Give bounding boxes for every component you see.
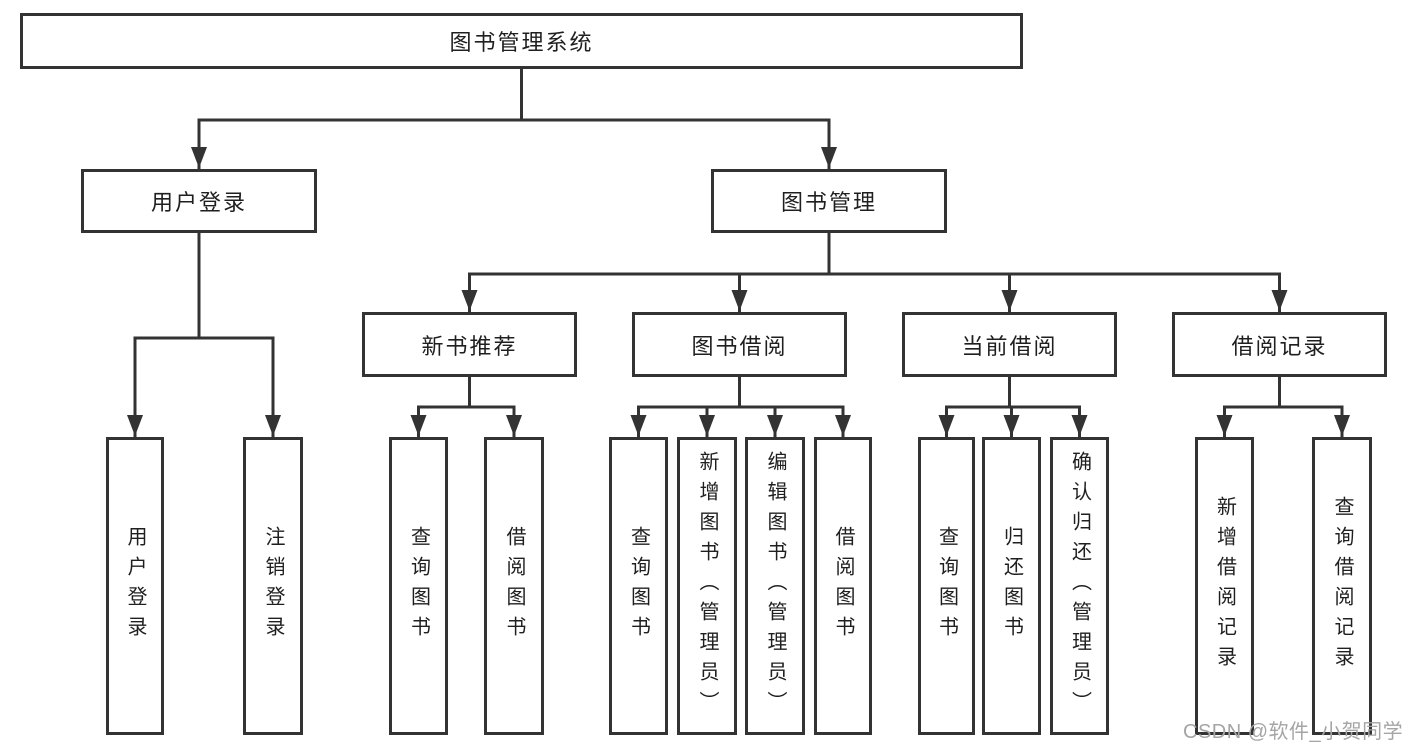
node-current-borrowing: 当前借阅 xyxy=(902,312,1117,377)
node-label: 当前借阅 xyxy=(961,333,1058,359)
leaf-query-books-recommend: 查询图书 xyxy=(389,437,448,735)
leaf-return-books: 归还图书 xyxy=(982,437,1041,735)
connector-bookmgmt-to-level3 xyxy=(468,233,1281,312)
node-label: 图书管理 xyxy=(780,190,877,215)
node-label: 用户登录 xyxy=(150,190,247,215)
arrowheads-records-leaves xyxy=(1216,415,1350,436)
arrowheads-newbook-leaves xyxy=(410,415,522,436)
leaf-confirm-return-admin: 确认归还（管理员） xyxy=(1050,437,1109,735)
connector-newbook-to-leaves xyxy=(417,377,516,437)
node-label: 查询图书 xyxy=(935,526,958,646)
node-label: 图书管理系统 xyxy=(449,30,594,55)
arrowheads-current-leaves xyxy=(938,415,1088,436)
arrowheads-borrowing-leaves xyxy=(630,415,851,436)
node-label: 借阅图书 xyxy=(832,526,854,646)
node-label: 查询图书 xyxy=(627,526,650,646)
node-label: 新增借阅记录 xyxy=(1213,496,1236,676)
leaf-borrow-books-recommend: 借阅图书 xyxy=(484,437,544,735)
connector-root-to-level2 xyxy=(197,69,831,169)
node-label: 新书推荐 xyxy=(421,333,518,359)
leaf-query-books-current: 查询图书 xyxy=(918,437,975,735)
leaf-logout: 注销登录 xyxy=(243,437,303,735)
connector-records-to-leaves xyxy=(1223,377,1344,437)
leaf-add-book-admin: 新增图书（管理员） xyxy=(677,437,737,735)
leaf-query-books-borrowing: 查询图书 xyxy=(609,437,668,735)
csdn-watermark: CSDN @软件_小贺同学 xyxy=(1183,721,1404,743)
node-label: 注销登录 xyxy=(262,526,284,646)
arrowheads-level2 xyxy=(191,147,837,168)
node-label: 查询图书 xyxy=(407,526,430,646)
leaf-add-borrow-record: 新增借阅记录 xyxy=(1195,437,1254,735)
leaf-user-login: 用户登录 xyxy=(106,437,164,735)
leaf-query-borrow-record: 查询借阅记录 xyxy=(1312,437,1372,735)
node-label: 借阅记录 xyxy=(1231,333,1328,359)
node-book-borrowing: 图书借阅 xyxy=(632,312,847,377)
node-label: 用户登录 xyxy=(124,526,146,646)
node-label: 归还图书 xyxy=(1000,526,1023,646)
node-label: 确认归还（管理员） xyxy=(1068,451,1091,721)
node-label: 编辑图书（管理员） xyxy=(764,451,786,721)
leaf-edit-book-admin: 编辑图书（管理员） xyxy=(745,437,805,735)
arrowheads-level3 xyxy=(461,290,1288,311)
connector-userlogin-to-leaves xyxy=(133,233,275,437)
node-label: 新增图书（管理员） xyxy=(696,451,718,721)
arrowheads-userlogin-leaves xyxy=(127,415,281,436)
node-book-management: 图书管理 xyxy=(711,169,947,233)
node-label: 图书借阅 xyxy=(691,333,788,359)
node-label: 查询借阅记录 xyxy=(1331,496,1353,676)
node-label: 借阅图书 xyxy=(503,526,525,646)
connector-borrowing-to-leaves xyxy=(637,377,845,437)
node-library-management-system: 图书管理系统 xyxy=(20,13,1023,69)
node-borrowing-records: 借阅记录 xyxy=(1172,312,1387,377)
node-user-login: 用户登录 xyxy=(81,169,317,233)
node-new-book-recommendation: 新书推荐 xyxy=(362,312,577,377)
leaf-borrow-books-borrowing: 借阅图书 xyxy=(814,437,872,735)
